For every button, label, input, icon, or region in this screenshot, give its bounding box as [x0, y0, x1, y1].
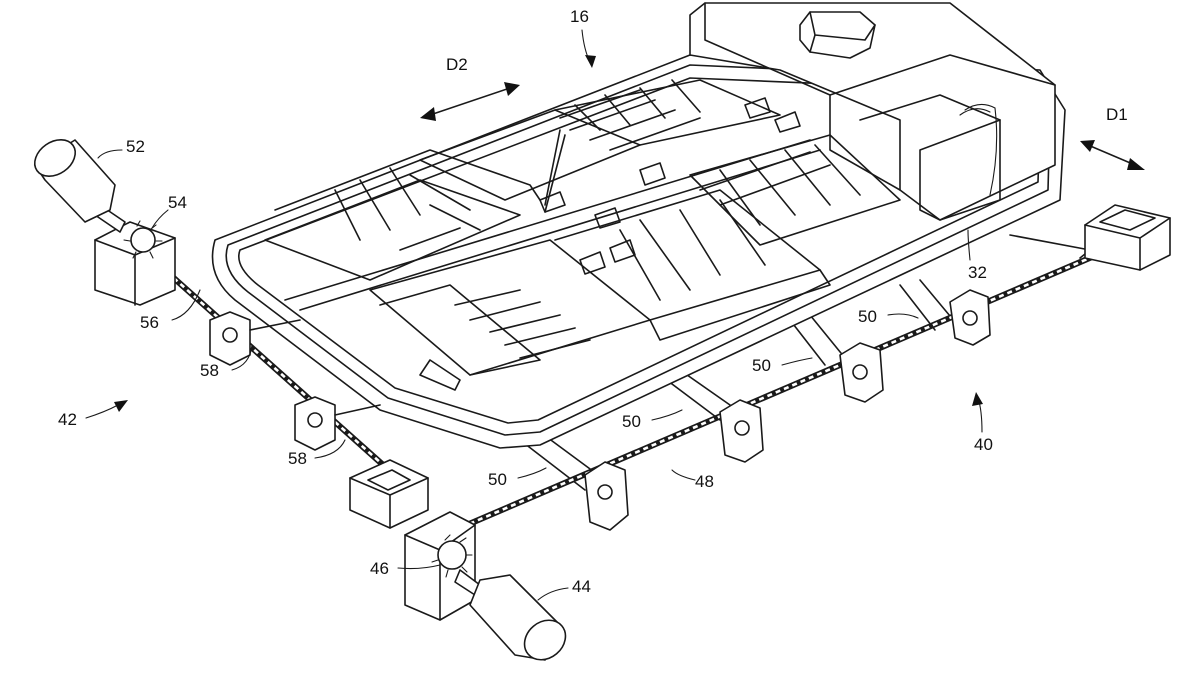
label-d2: D2 — [446, 55, 468, 74]
left-screw-blocks — [209, 311, 381, 451]
lower-lead-screw — [417, 242, 1123, 548]
label-44: 44 — [572, 577, 591, 596]
label-42: 42 — [58, 410, 77, 429]
upper-drive-assembly — [33, 139, 176, 306]
leader-lines — [85, 29, 983, 601]
label-52: 52 — [126, 137, 145, 156]
direction-arrow-d1 — [1080, 140, 1145, 170]
lower-drive-assembly — [404, 511, 567, 661]
label-50-d: 50 — [488, 470, 507, 489]
label-50-c: 50 — [622, 412, 641, 431]
label-40: 40 — [974, 435, 993, 454]
direction-arrow-d2 — [420, 82, 520, 121]
label-48: 48 — [695, 472, 714, 491]
label-50-a: 50 — [858, 307, 877, 326]
reference-labels: 16 D2 D1 52 54 56 58 42 58 32 50 50 50 5… — [58, 7, 1128, 596]
right-end-block — [1084, 204, 1171, 271]
label-54: 54 — [168, 193, 187, 212]
label-58-lower: 58 — [288, 449, 307, 468]
label-46: 46 — [370, 559, 389, 578]
label-d1: D1 — [1106, 105, 1128, 124]
label-58-upper: 58 — [200, 361, 219, 380]
label-32: 32 — [968, 263, 987, 282]
label-16: 16 — [570, 7, 589, 26]
label-50-b: 50 — [752, 356, 771, 375]
battery-tray — [211, 2, 1066, 449]
left-end-block — [349, 459, 429, 529]
label-56: 56 — [140, 313, 159, 332]
lower-screw-blocks — [584, 289, 991, 531]
